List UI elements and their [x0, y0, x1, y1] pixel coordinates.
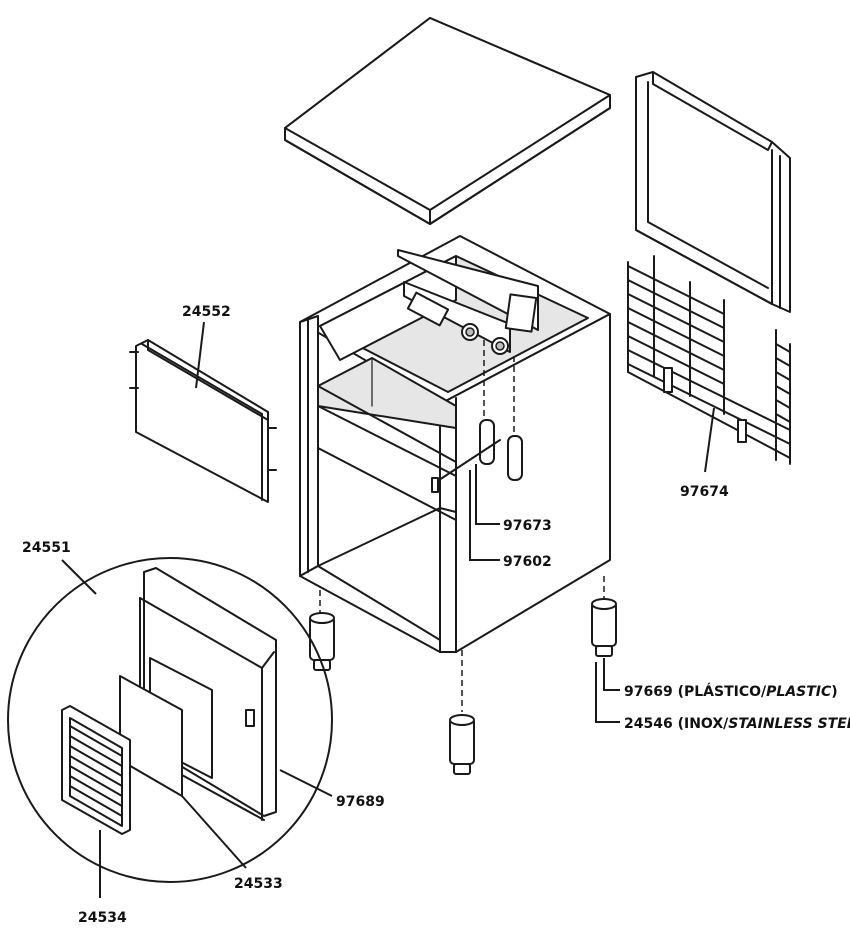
label-97674: 97674	[680, 484, 729, 500]
louvre-grille-24534	[61, 705, 131, 835]
worktop-panel	[284, 17, 611, 225]
foot-right	[591, 598, 617, 657]
leader-lines	[61, 321, 715, 898]
wire-grille-97674	[627, 255, 791, 465]
foot-center	[449, 714, 475, 775]
label-24533: 24533	[234, 876, 283, 892]
label-97602: 97602	[503, 554, 552, 570]
part-labels: 24552 24551 97674 97673 97602 97669 (PLÁ…	[22, 304, 850, 926]
label-24551: 24551	[22, 540, 71, 556]
label-97669: 97669 (PLÁSTICO/PLASTIC)	[624, 683, 838, 700]
rear-panel	[635, 71, 791, 313]
label-24534: 24534	[78, 910, 127, 926]
cabinet-body	[299, 235, 611, 653]
label-24546: 24546 (INOX/STAINLESS STEEL)	[624, 716, 850, 732]
panel-24552	[129, 339, 277, 503]
door-detail-24551	[7, 557, 333, 883]
label-97673: 97673	[503, 518, 552, 534]
label-97689: 97689	[336, 794, 385, 810]
feet	[309, 576, 617, 775]
label-24552: 24552	[182, 304, 231, 320]
